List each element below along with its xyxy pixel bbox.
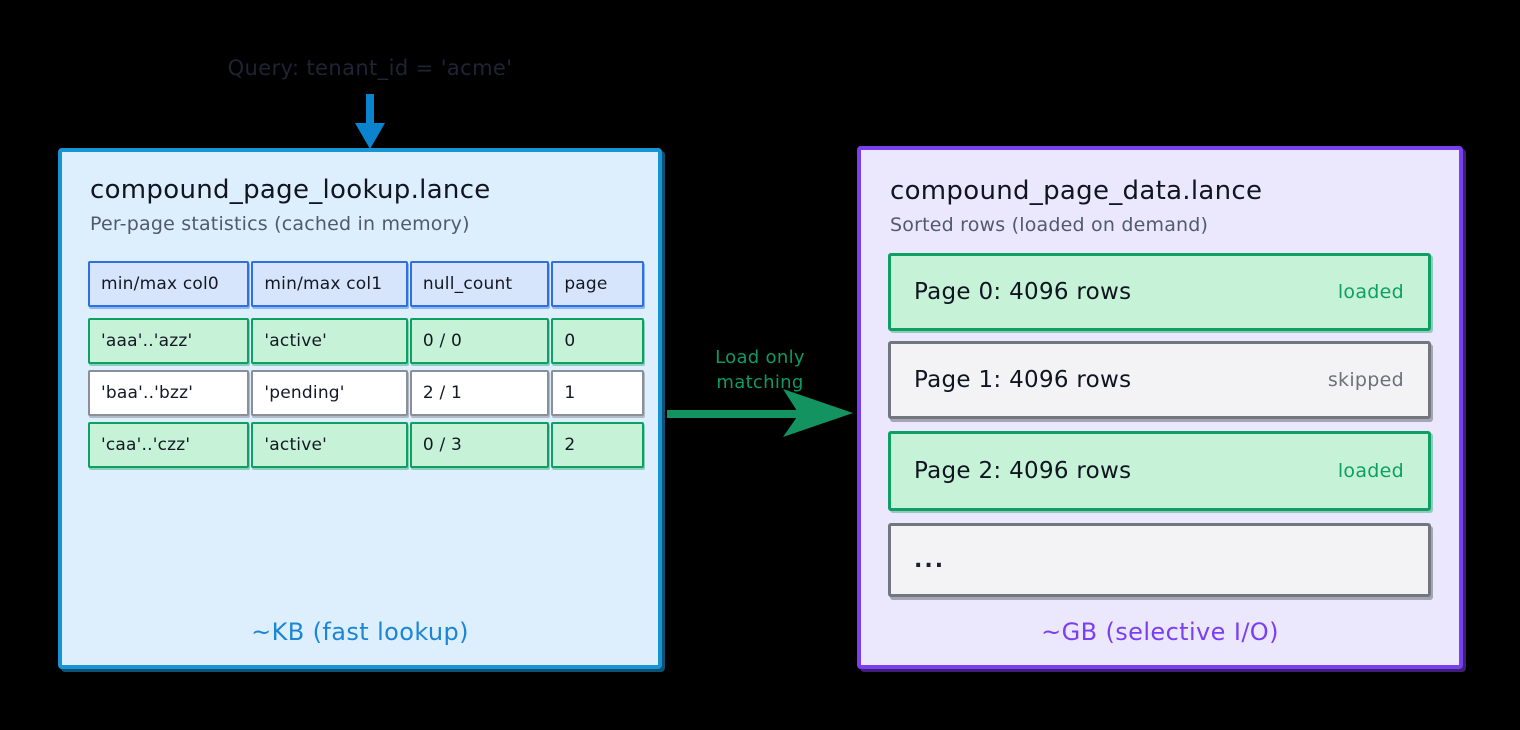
column-header-minmax-col1: min/max col1	[251, 261, 408, 307]
page-list: Page 0: 4096 rows loaded Page 1: 4096 ro…	[888, 253, 1431, 597]
page-row-ellipsis: ...	[888, 523, 1431, 597]
transfer-arrow-label: Load only matching	[676, 345, 844, 395]
cell-minmax-col0: 'caa'..'czz'	[88, 422, 250, 468]
lookup-panel-title: compound_page_lookup.lance	[90, 175, 491, 205]
cell-page: 2	[551, 422, 644, 468]
table-row: 'baa'..'bzz' 'pending' 2 / 1 1	[88, 370, 644, 416]
table-row: 'caa'..'czz' 'active' 0 / 3 2	[88, 422, 644, 468]
query-caption: Query: tenant_id = 'acme'	[227, 56, 513, 80]
cell-page: 1	[551, 370, 644, 416]
cell-minmax-col1: 'active'	[251, 422, 408, 468]
data-panel-footer: ~GB (selective I/O)	[1041, 618, 1279, 646]
page-row-status-badge: loaded	[1337, 460, 1404, 482]
table-header-row: min/max col0 min/max col1 null_count pag…	[88, 261, 644, 307]
cell-null-count: 0 / 0	[409, 318, 550, 364]
page-row-label: ...	[914, 547, 946, 573]
page-row-1: Page 1: 4096 rows skipped	[888, 341, 1431, 419]
page-statistics-table: min/max col0 min/max col1 null_count pag…	[88, 261, 644, 473]
column-header-page: page	[551, 261, 644, 307]
transfer-label-line1: Load only	[715, 347, 805, 368]
column-header-null-count: null_count	[409, 261, 550, 307]
transfer-right-arrow-icon	[667, 389, 853, 437]
table-row: 'aaa'..'azz' 'active' 0 / 0 0	[88, 318, 644, 364]
lookup-panel-subtitle: Per-page statistics (cached in memory)	[90, 213, 470, 235]
transfer-label-line2: matching	[716, 372, 804, 393]
page-row-2: Page 2: 4096 rows loaded	[888, 431, 1431, 511]
data-panel-subtitle: Sorted rows (loaded on demand)	[890, 214, 1209, 236]
cell-null-count: 0 / 3	[409, 422, 550, 468]
cell-minmax-col1: 'pending'	[251, 370, 408, 416]
page-row-label: Page 0: 4096 rows	[914, 279, 1132, 305]
cell-minmax-col0: 'baa'..'bzz'	[88, 370, 250, 416]
lookup-panel-footer: ~KB (fast lookup)	[251, 618, 469, 646]
page-row-label: Page 2: 4096 rows	[914, 458, 1132, 484]
cell-page: 0	[551, 318, 644, 364]
cell-minmax-col1: 'active'	[251, 318, 408, 364]
cell-null-count: 2 / 1	[409, 370, 550, 416]
page-row-label: Page 1: 4096 rows	[914, 367, 1132, 393]
data-panel-title: compound_page_data.lance	[890, 176, 1263, 206]
page-row-status-badge: loaded	[1337, 281, 1404, 303]
cell-minmax-col0: 'aaa'..'azz'	[88, 318, 250, 364]
query-down-arrow-icon	[355, 94, 385, 149]
column-header-minmax-col0: min/max col0	[88, 261, 250, 307]
page-row-0: Page 0: 4096 rows loaded	[888, 253, 1431, 331]
page-row-status-badge: skipped	[1327, 369, 1404, 391]
